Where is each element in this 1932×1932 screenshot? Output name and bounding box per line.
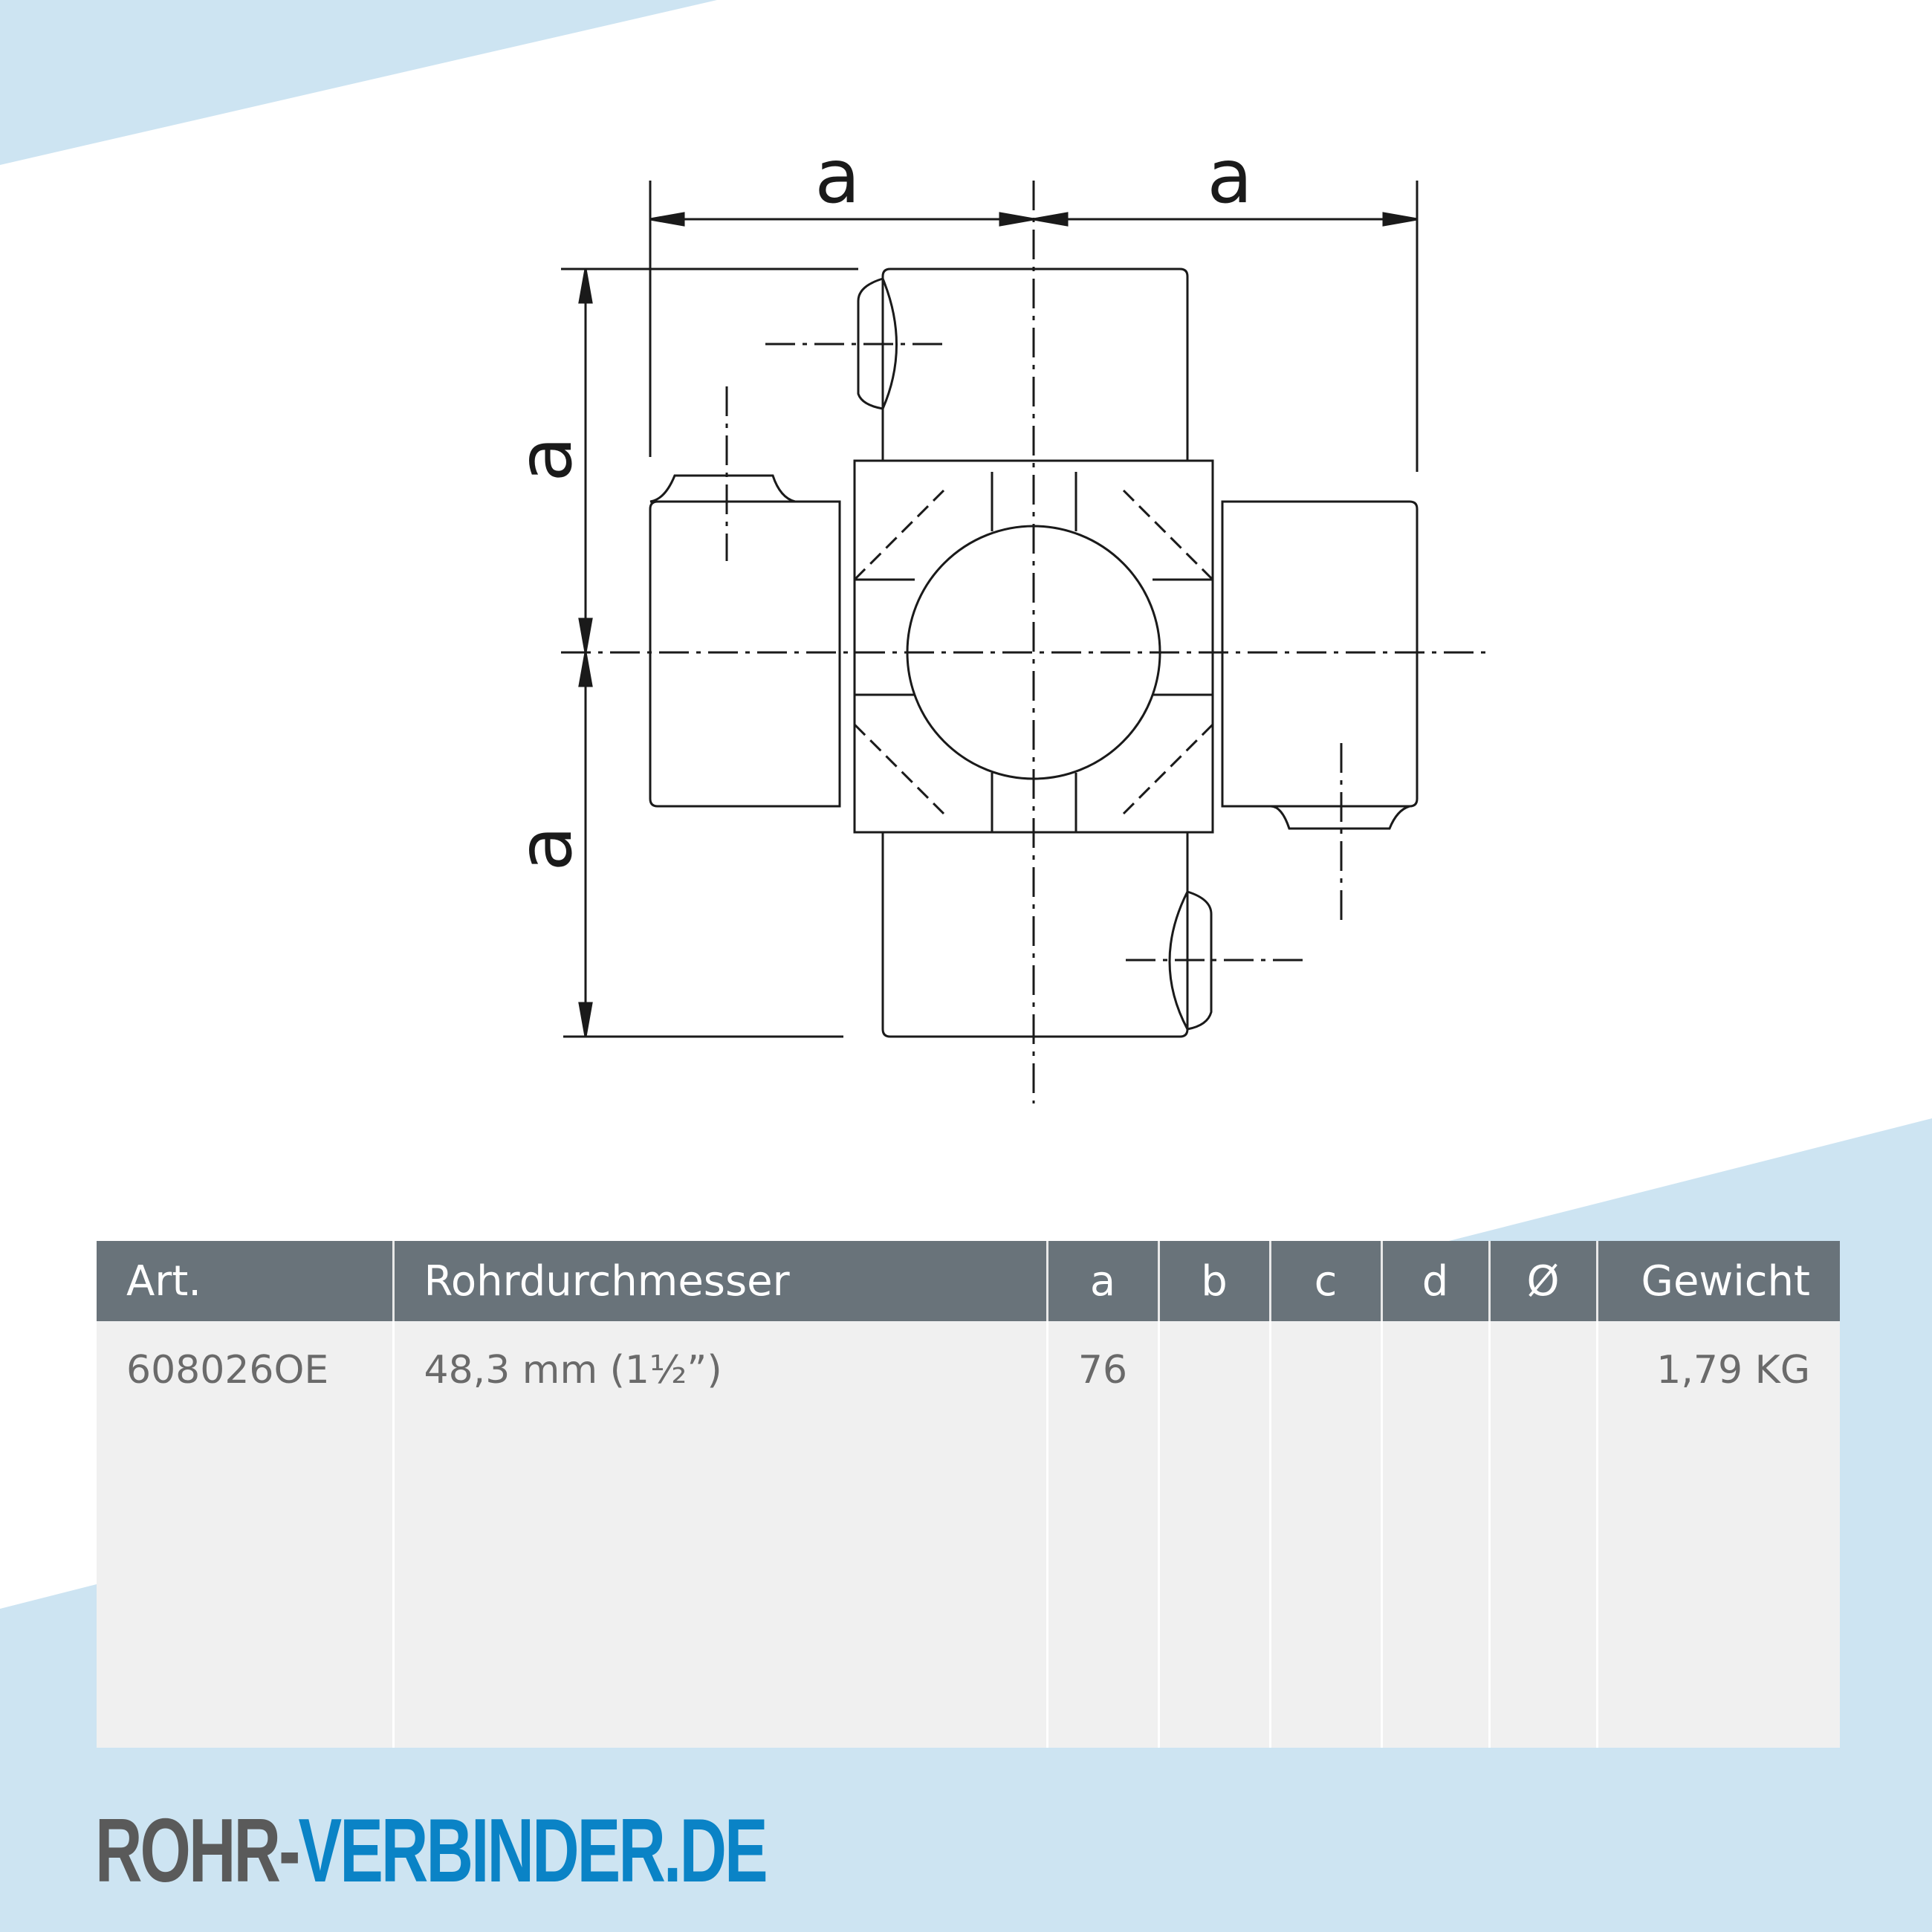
dim-label-top-left: a xyxy=(814,133,860,220)
header-gewicht: Gewicht xyxy=(1597,1241,1840,1321)
cell-b xyxy=(1158,1321,1271,1748)
dim-label-top-right: a xyxy=(1207,133,1252,220)
header-art: Art. xyxy=(97,1241,395,1321)
cell-a: 76 xyxy=(1047,1321,1160,1748)
cell-c xyxy=(1270,1321,1383,1748)
header-diameter: Ø xyxy=(1489,1241,1598,1321)
cell-gewicht: 1,79 KG xyxy=(1597,1321,1840,1748)
header-rohrdurchmesser: Rohrdurchmesser xyxy=(393,1241,1048,1321)
table-header-row: Art. Rohrdurchmesser a b c d Ø Gewicht xyxy=(97,1241,1840,1321)
logo-part-1: ROHR- xyxy=(95,1800,300,1901)
dim-label-left-lower: a xyxy=(502,826,589,871)
header-a: a xyxy=(1047,1241,1160,1321)
table-row: 608026OE 48,3 mm (1½”) 76 1,79 KG xyxy=(97,1321,1840,1748)
spec-table: Art. Rohrdurchmesser a b c d Ø Gewicht 6… xyxy=(97,1241,1840,1748)
cell-rohrdurchmesser: 48,3 mm (1½”) xyxy=(393,1321,1048,1748)
cell-diameter xyxy=(1489,1321,1598,1748)
technical-drawing: a a a a xyxy=(502,133,1486,1103)
logo-part-2: VERBINDER.DE xyxy=(298,1800,768,1901)
cell-d xyxy=(1381,1321,1491,1748)
header-c: c xyxy=(1270,1241,1383,1321)
brand-logo: ROHR-VERBINDER.DE xyxy=(95,1798,768,1902)
dim-label-left-upper: a xyxy=(502,436,589,482)
header-d: d xyxy=(1381,1241,1491,1321)
header-b: b xyxy=(1158,1241,1271,1321)
cell-art: 608026OE xyxy=(97,1321,395,1748)
